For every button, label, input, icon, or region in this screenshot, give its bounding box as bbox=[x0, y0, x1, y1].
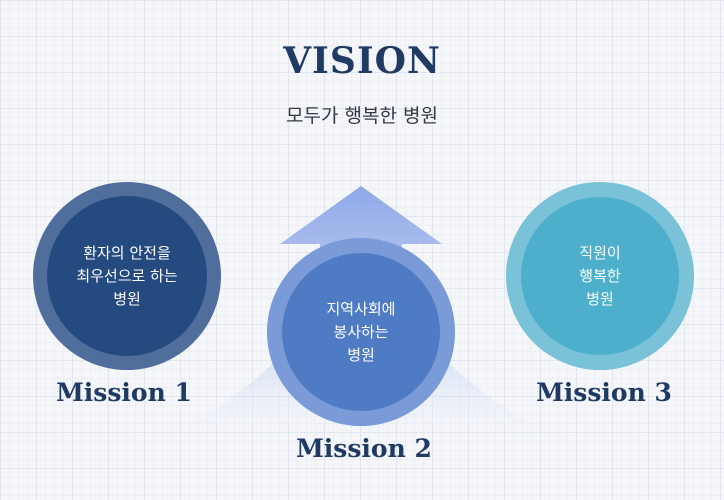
mission-2-text-line-2: 봉사하는 bbox=[333, 322, 389, 341]
vision-subtitle: 모두가 행복한 병원 bbox=[286, 105, 438, 127]
mission-1-text-line-1: 환자의 안전을 bbox=[83, 243, 171, 262]
mission-1-text-line-2: 최우선으로 하는 bbox=[76, 266, 178, 285]
mission-3-text-line-2: 행복한 bbox=[579, 266, 621, 285]
mission-3-label: Mission 3 bbox=[536, 378, 672, 407]
mission-3-text-line-1: 직원이 bbox=[579, 243, 621, 262]
mission-3-text-line-3: 병원 bbox=[586, 289, 614, 308]
mission-3-circle: 직원이 행복한 병원 bbox=[521, 197, 679, 355]
mission-1-label: Mission 1 bbox=[56, 378, 192, 407]
vision-title: VISION bbox=[283, 40, 441, 82]
mission-1-text-line-3: 병원 bbox=[113, 289, 141, 308]
mission-2-circle: 지역사회에 봉사하는 병원 bbox=[282, 253, 440, 411]
mission-2-text-line-3: 병원 bbox=[347, 345, 375, 364]
mission-2-text-line-1: 지역사회에 bbox=[326, 299, 396, 318]
mission-2-label: Mission 2 bbox=[296, 434, 432, 463]
mission-1-circle: 환자의 안전을 최우선으로 하는 병원 bbox=[47, 196, 207, 356]
